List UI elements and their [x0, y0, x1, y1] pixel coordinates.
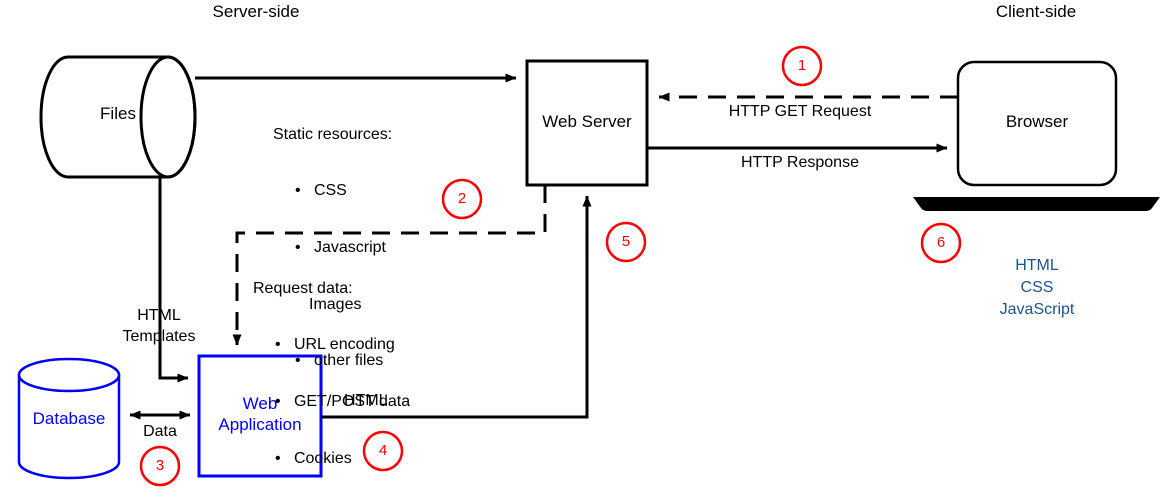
- laptop-base-shape: [913, 197, 1160, 211]
- step-marker-label-3: 3: [155, 457, 165, 474]
- http-get-request-label: HTTP GET Request: [728, 103, 872, 120]
- request-data-title: Request data:: [253, 279, 353, 297]
- client-tech-html-label: HTML: [1015, 257, 1059, 274]
- client-tech-css-label: CSS: [1020, 279, 1054, 296]
- step-marker-label-6: 6: [936, 234, 946, 251]
- files-node-label: Files: [100, 104, 136, 123]
- step-marker-circle-6: [920, 222, 962, 264]
- step-marker-circle-1: [781, 45, 823, 87]
- step-marker-circle-2: [441, 178, 483, 220]
- browser-node-label: Browser: [1005, 112, 1069, 131]
- step-marker-label-4: 4: [378, 442, 388, 459]
- data-edge-label: Data: [143, 423, 177, 440]
- step-marker-circle-5: [605, 221, 647, 263]
- http-response-label: HTTP Response: [741, 154, 859, 171]
- database-node-label: Database: [32, 409, 106, 428]
- edge-webapplication-to-webserver-html: [321, 195, 592, 419]
- html-templates-label-line2: Templates: [122, 328, 196, 345]
- database-node-shape: [17, 357, 121, 480]
- static-resources-item-0: • CSS: [295, 182, 347, 200]
- step-marker-circles: [139, 45, 962, 487]
- client-side-heading: Client-side: [995, 2, 1077, 21]
- static-resources-item-3: • other files: [295, 352, 384, 370]
- edge-files-to-webapplication: [158, 177, 189, 383]
- files-node-shape: [39, 55, 197, 179]
- step-marker-label-2: 2: [457, 190, 467, 207]
- static-resources-item-2: Images: [309, 295, 362, 313]
- server-side-heading: Server-side: [212, 2, 300, 21]
- request-data-item-2: • Cookies: [275, 449, 352, 467]
- html-edge-label: HTML: [344, 392, 388, 409]
- web-server-node-label: Web Server: [542, 112, 632, 131]
- request-data-item-1: • GET/POST data: [275, 393, 411, 410]
- step-marker-circle-4: [362, 430, 404, 472]
- static-resources-list: Static resources: • CSS • Javascript Ima…: [273, 88, 392, 409]
- edge-webserver-to-webapplication-request: [232, 185, 547, 346]
- request-data-list: Request data: • URL encoding • GET/POST …: [253, 242, 410, 501]
- html-templates-label-line1: HTML: [137, 307, 181, 324]
- request-data-item-0: • URL encoding: [275, 336, 395, 354]
- browser-node-shape: [956, 60, 1118, 187]
- static-resources-title: Static resources:: [273, 125, 393, 143]
- step-marker-circle-3: [139, 445, 181, 487]
- web-application-node-label-line2: Application: [218, 415, 302, 434]
- web-application-node-label-line1: Web: [242, 394, 278, 413]
- static-resources-item-1: • Javascript: [295, 239, 386, 256]
- step-marker-label-1: 1: [797, 57, 807, 74]
- step-marker-label-5: 5: [621, 233, 631, 250]
- web-server-node-shape: [525, 59, 649, 187]
- web-application-node-shape: [197, 354, 323, 478]
- client-tech-javascript-label: JavaScript: [999, 301, 1075, 318]
